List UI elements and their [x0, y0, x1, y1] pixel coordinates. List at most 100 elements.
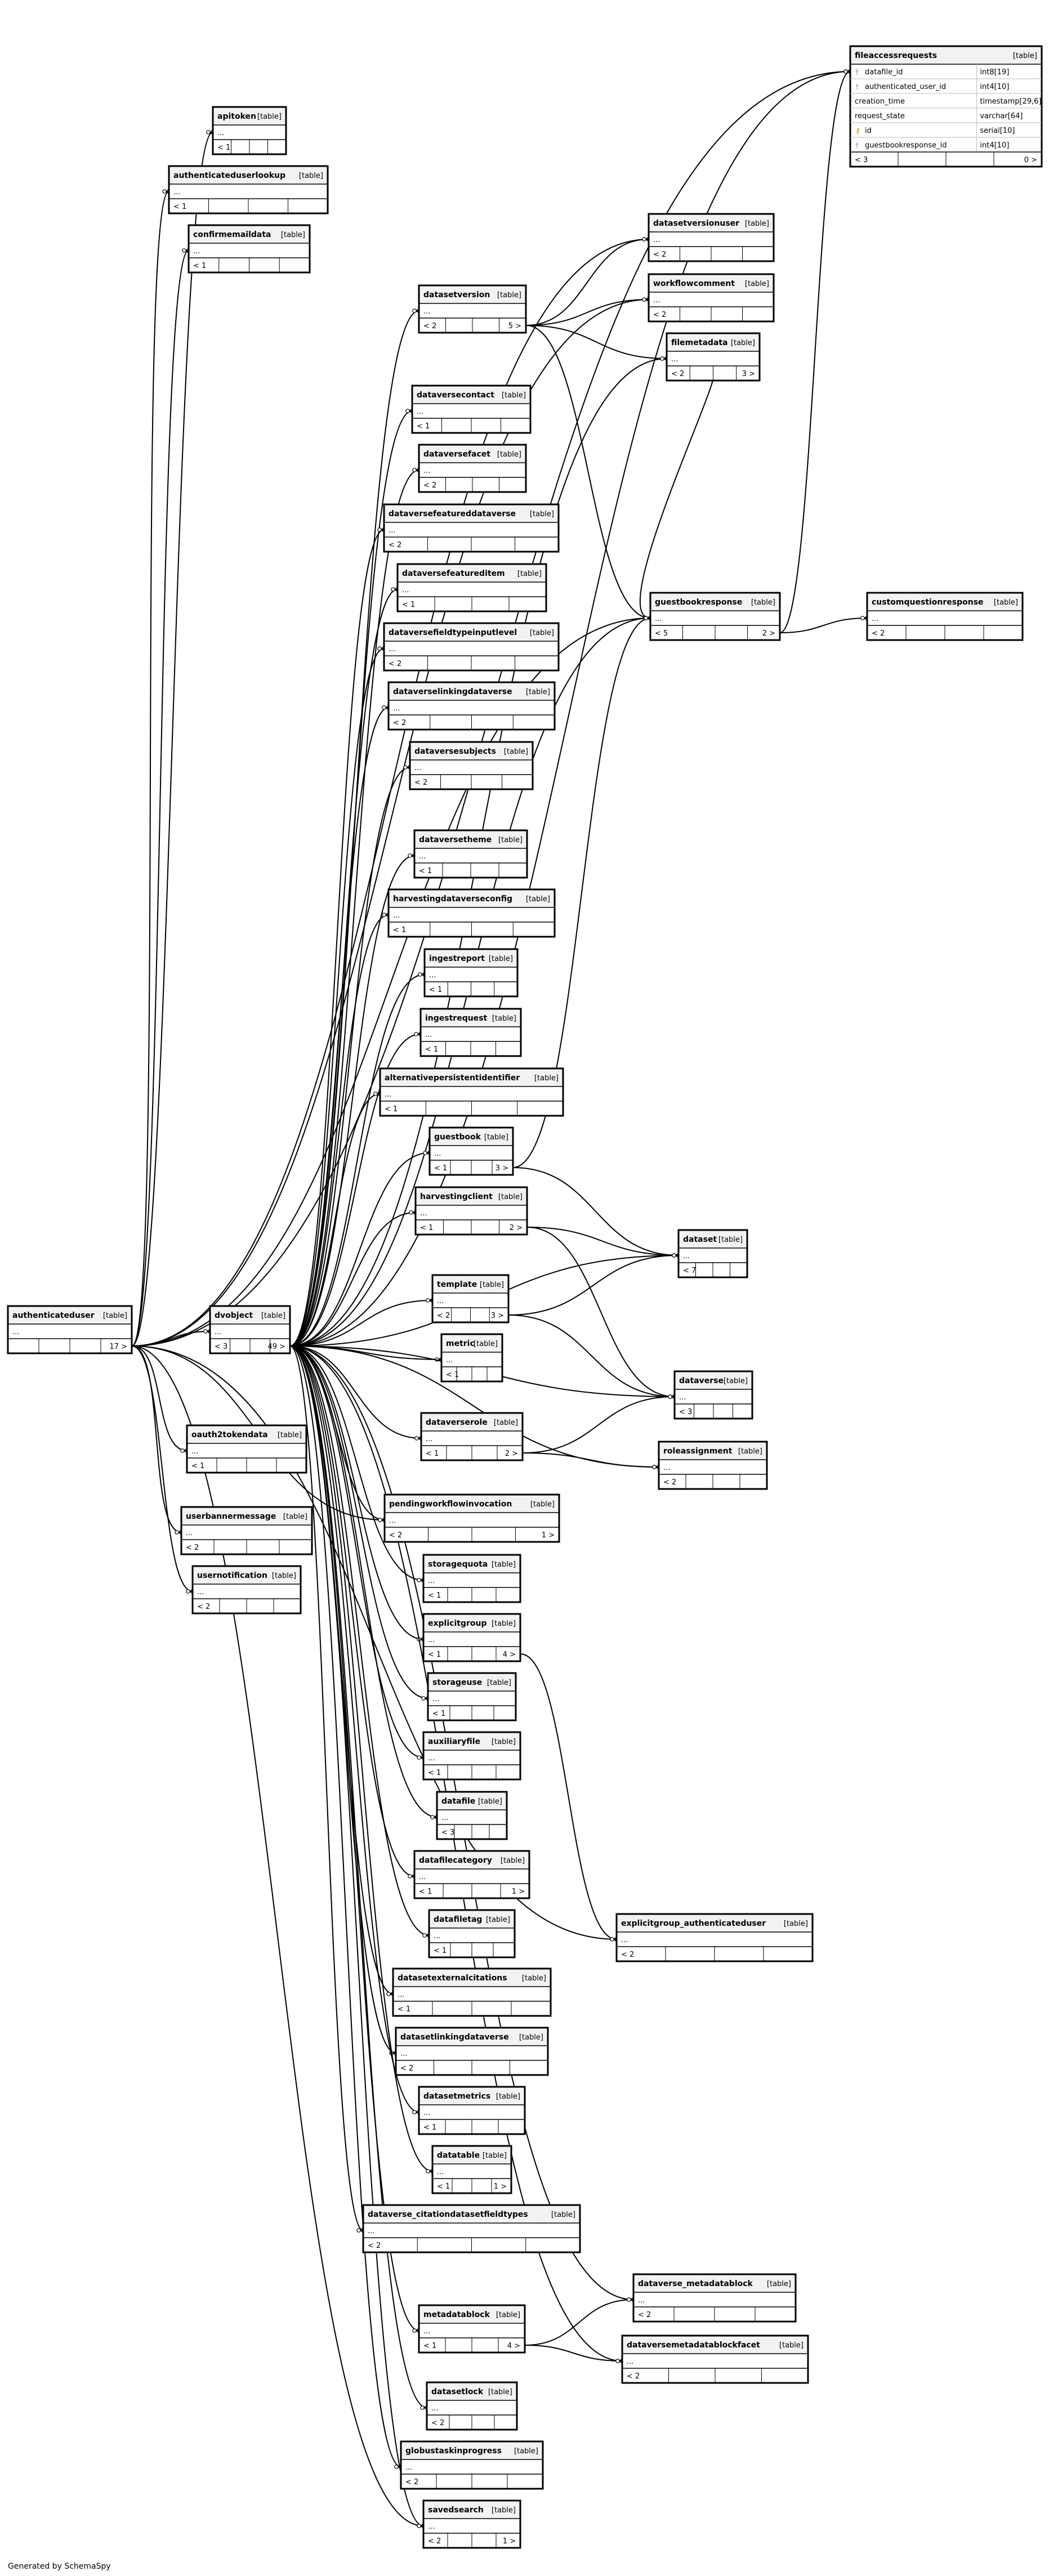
parent-count[interactable]: < 2	[431, 2419, 444, 2427]
parent-count[interactable]: < 2	[389, 660, 401, 668]
table-ingestrequest[interactable]: ingestrequest[table]...< 1	[419, 1008, 522, 1057]
parent-count[interactable]: < 2	[428, 2537, 441, 2546]
parent-count[interactable]: < 1	[419, 1888, 432, 1896]
child-count[interactable]: 4 >	[503, 1651, 516, 1659]
parent-count[interactable]: < 1	[434, 1947, 447, 1955]
child-count[interactable]: 4 >	[507, 2342, 520, 2350]
table-dataverse_metadatablock[interactable]: dataverse_metadatablock[table]...< 2	[632, 2273, 797, 2323]
parent-count[interactable]: < 3	[441, 1828, 454, 1837]
parent-count[interactable]: < 1	[423, 2123, 436, 2132]
table-userbannermessage[interactable]: userbannermessage[table]...< 2	[180, 1506, 313, 1555]
table-dataverse_citationdatasetfieldtypes[interactable]: dataverse_citationdatasetfieldtypes[tabl…	[362, 2204, 581, 2253]
parent-count[interactable]: < 2	[186, 1544, 199, 1552]
parent-count[interactable]: < 2	[197, 1603, 210, 1611]
parent-count[interactable]: < 2	[671, 370, 684, 378]
table-storagequota[interactable]: storagequota[table]...< 1	[422, 1554, 521, 1603]
parent-count[interactable]: < 2	[389, 541, 401, 549]
table-workflowcomment[interactable]: workflowcomment[table]...< 2	[648, 273, 775, 323]
table-usernotification[interactable]: usernotification[table]...< 2	[191, 1565, 302, 1615]
parent-count[interactable]: < 2	[368, 2242, 381, 2250]
parent-count[interactable]: < 1	[417, 422, 430, 431]
child-count[interactable]: 3 >	[491, 1312, 504, 1320]
parent-count[interactable]: < 5	[655, 629, 668, 638]
child-count[interactable]: 1 >	[503, 2537, 516, 2546]
table-dataversesubjects[interactable]: dataversesubjects[table]...< 2	[409, 741, 534, 790]
table-globustaskinprogress[interactable]: globustaskinprogress[table]...< 2	[400, 2440, 544, 2490]
parent-count[interactable]: < 1	[437, 2183, 450, 2191]
parent-count[interactable]: < 2	[423, 322, 436, 330]
table-auxiliaryfile[interactable]: auxiliaryfile[table]...< 1	[422, 1731, 521, 1781]
parent-count[interactable]: < 2	[414, 779, 427, 787]
table-dataversemetadatablockfacet[interactable]: dataversemetadatablockfacet[table]...< 2	[621, 2334, 809, 2384]
parent-count[interactable]: < 7	[683, 1267, 696, 1275]
table-customquestionresponse[interactable]: customquestionresponse[table]...< 2	[866, 592, 1024, 641]
parent-count[interactable]: < 2	[663, 1478, 676, 1487]
parent-count[interactable]: < 2	[437, 1312, 450, 1320]
table-datasetexternalcitations[interactable]: datasetexternalcitations[table]...< 1	[392, 1967, 552, 2017]
table-confirmemaildata[interactable]: confirmemaildata[table]...< 1	[188, 224, 311, 274]
parent-count[interactable]: < 2	[872, 629, 885, 638]
parent-count[interactable]: < 3	[215, 1343, 227, 1351]
table-apitoken[interactable]: apitoken[table]...< 1	[212, 106, 287, 155]
table-datasetlock[interactable]: datasetlock[table]...< 2	[426, 2381, 518, 2431]
table-authenticateduser[interactable]: authenticateduser[table]...17 >	[7, 1305, 133, 1354]
child-count[interactable]: 1 >	[542, 1531, 555, 1540]
parent-count[interactable]: < 2	[400, 2064, 413, 2073]
parent-count[interactable]: < 3	[679, 1408, 692, 1416]
child-count[interactable]: 17 >	[109, 1343, 127, 1351]
parent-count[interactable]: < 1	[173, 203, 186, 211]
child-count[interactable]: 1 >	[512, 1888, 525, 1896]
table-dataversefacet[interactable]: dataversefacet[table]...< 2	[418, 444, 527, 493]
child-count[interactable]: 2 >	[505, 1450, 518, 1458]
parent-count[interactable]: < 1	[446, 1371, 459, 1379]
parent-count[interactable]: < 3	[855, 156, 868, 164]
parent-count[interactable]: < 2	[638, 2311, 651, 2319]
table-dataverselinkingdataverse[interactable]: dataverselinkingdataverse[table]...< 2	[387, 681, 556, 731]
child-count[interactable]: 3 >	[496, 1164, 508, 1173]
table-datasetmetrics[interactable]: datasetmetrics[table]...< 1	[418, 2086, 526, 2135]
parent-count[interactable]: < 1	[385, 1105, 398, 1113]
table-dataversefieldtypeinputlevel[interactable]: dataversefieldtypeinputlevel[table]...< …	[383, 622, 560, 672]
child-count[interactable]: 5 >	[508, 322, 521, 330]
table-storageuse[interactable]: storageuse[table]...< 1	[427, 1672, 517, 1721]
parent-count[interactable]: < 2	[653, 311, 666, 319]
parent-count[interactable]: < 1	[402, 601, 415, 609]
table-dataset[interactable]: dataset[table]...< 7	[677, 1229, 748, 1278]
parent-count[interactable]: < 1	[393, 926, 406, 934]
child-count[interactable]: 2 >	[762, 629, 775, 638]
parent-count[interactable]: < 2	[393, 719, 406, 727]
child-count[interactable]: 0 >	[1024, 156, 1037, 164]
table-fileaccessrequests[interactable]: fileaccessrequests[table]int8[19]†datafi…	[849, 45, 1043, 168]
parent-count[interactable]: < 1	[428, 1591, 441, 1600]
parent-count[interactable]: < 1	[428, 1769, 441, 1777]
parent-count[interactable]: < 1	[432, 1710, 445, 1718]
child-count[interactable]: 2 >	[510, 1224, 523, 1232]
parent-count[interactable]: < 1	[217, 144, 230, 152]
table-datafiletag[interactable]: datafiletag[table]...< 1	[428, 1909, 516, 1958]
table-roleassignment[interactable]: roleassignment[table]...< 2	[658, 1441, 768, 1490]
child-count[interactable]: 49 >	[267, 1343, 285, 1351]
parent-count[interactable]: < 1	[426, 1450, 439, 1458]
table-harvestingdataverseconfig[interactable]: harvestingdataverseconfig[table]...< 1	[387, 888, 556, 938]
child-count[interactable]: 3 >	[742, 370, 755, 378]
parent-count[interactable]: < 1	[429, 986, 442, 994]
parent-count[interactable]: < 1	[420, 1224, 433, 1232]
table-ingestreport[interactable]: ingestreport[table]...< 1	[423, 948, 519, 998]
table-metric[interactable]: metric[table]...< 1	[440, 1333, 503, 1383]
parent-count[interactable]: < 1	[193, 262, 206, 270]
table-dataversefeatureditem[interactable]: dataversefeatureditem[table]...< 1	[396, 563, 547, 612]
table-dataversetheme[interactable]: dataversetheme[table]...< 1	[413, 829, 528, 879]
parent-count[interactable]: < 2	[389, 1531, 402, 1540]
table-explicitgroup_authenticateduser[interactable]: explicitgroup_authenticateduser[table]..…	[615, 1913, 814, 1962]
